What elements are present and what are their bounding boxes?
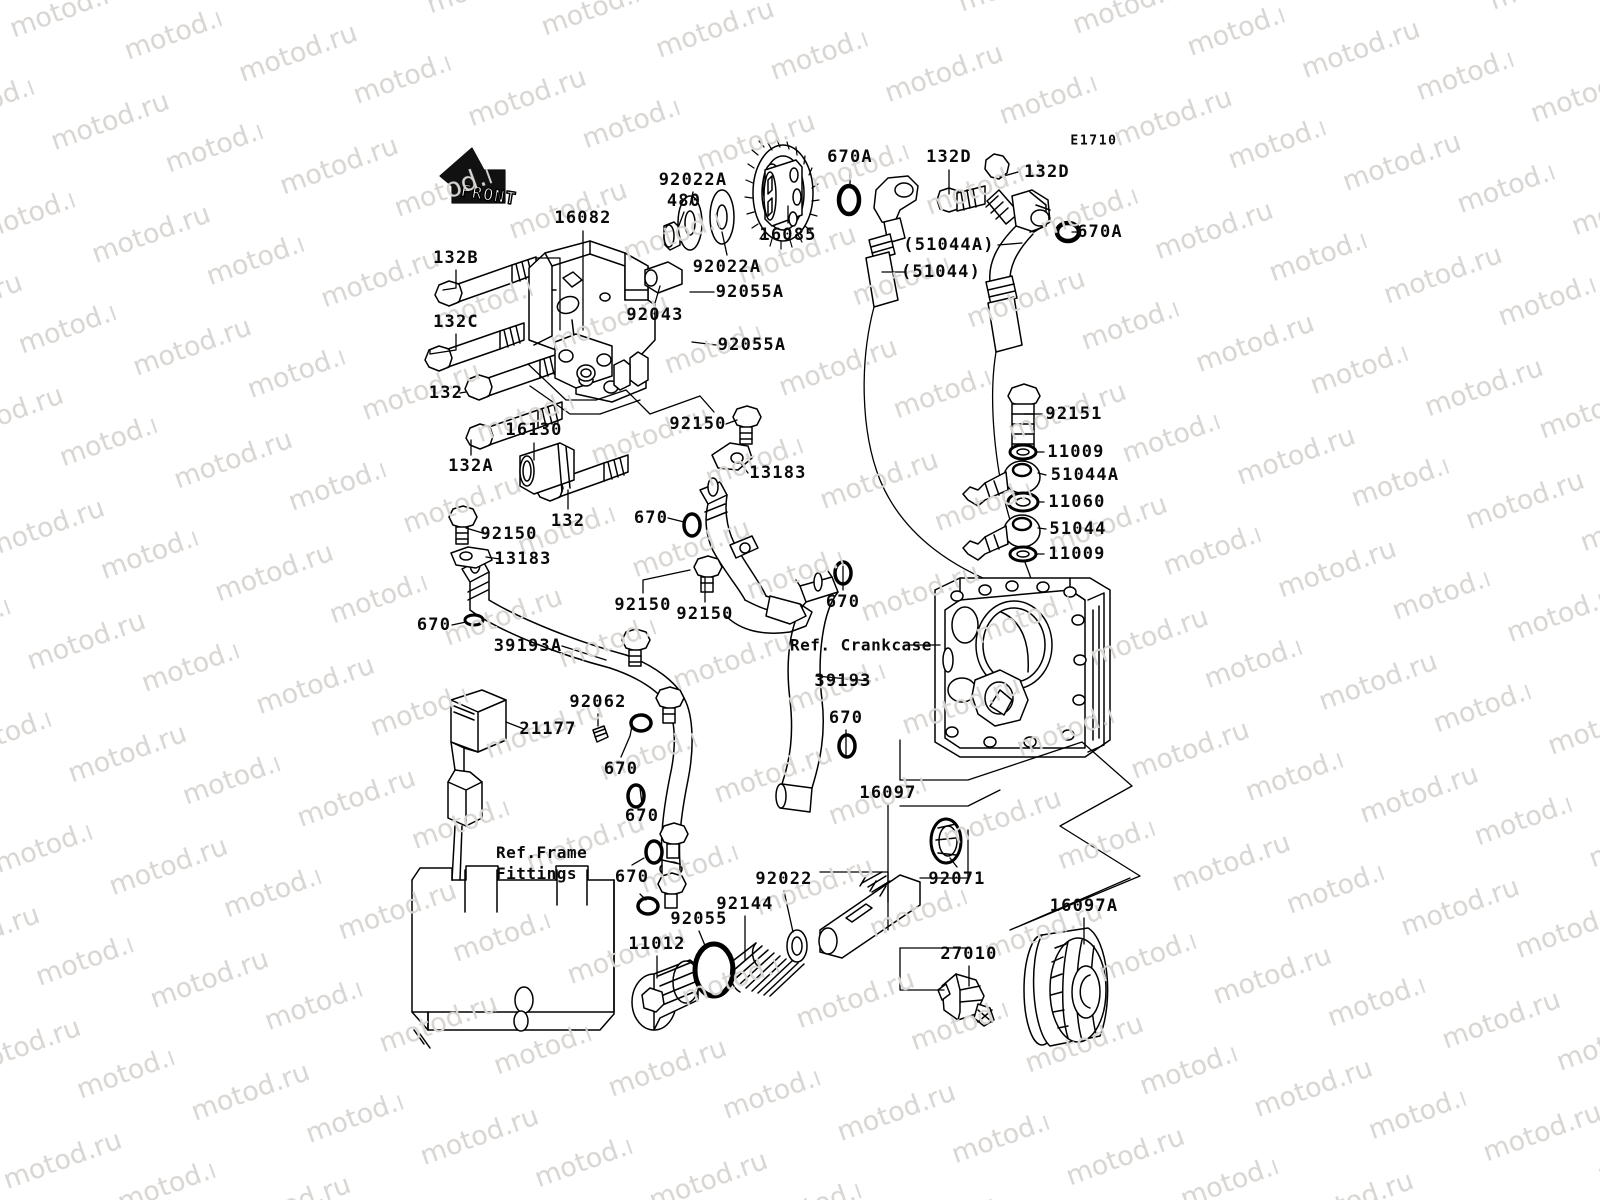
part-label-92144: 92144 (716, 894, 774, 914)
part-label-16082: 16082 (554, 208, 612, 228)
part-label-92150: 92150 (614, 595, 672, 615)
part-label-39193: 39193 (814, 671, 872, 691)
part-label-132d: 132D (1024, 162, 1070, 182)
part-label-11009: 11009 (1047, 442, 1105, 462)
part-label-670a: 670A (1077, 222, 1123, 242)
part-label-670: 670 (614, 867, 650, 887)
part-label-16130: 16130 (505, 420, 563, 440)
diagram-code: E1710 (1070, 133, 1118, 149)
part-label-92150: 92150 (676, 604, 734, 624)
part-label-51044: 51044 (1049, 519, 1107, 539)
part-label-92043: 92043 (626, 305, 684, 325)
part-label-11060: 11060 (1048, 492, 1106, 512)
part-label-132b: 132B (433, 248, 479, 268)
part-label-132a: 132A (448, 456, 494, 476)
part-label-92022a: 92022A (692, 257, 762, 277)
part-label-670: 670 (825, 592, 861, 612)
part-label-670: 670 (416, 615, 452, 635)
part-label-39193a: 39193A (493, 636, 563, 656)
part-label-132: 132 (428, 383, 464, 403)
part-label-132c: 132C (433, 312, 479, 332)
part-label-92071: 92071 (928, 869, 986, 889)
part-label-27010: 27010 (940, 944, 998, 964)
part-label-132d: 132D (926, 147, 972, 167)
part-label-670: 670 (828, 708, 864, 728)
part-label-670: 670 (633, 508, 669, 528)
part-label-16097a: 16097A (1049, 896, 1119, 916)
part-label-92055a: 92055A (717, 335, 787, 355)
ref-frame-line-2: Fittings (496, 864, 578, 883)
part-label-92022a: 92022A (658, 170, 728, 190)
part-label-13183: 13183 (494, 549, 552, 569)
part-label-11009: 11009 (1048, 544, 1106, 564)
part-label-16085: 16085 (759, 225, 817, 245)
part-label-92150: 92150 (480, 524, 538, 544)
part-label-11012: 11012 (628, 934, 686, 954)
part-label-51044a: (51044A) (903, 235, 995, 255)
part-label-51044: (51044) (900, 262, 982, 282)
part-label-13183: 13183 (749, 463, 807, 483)
part-label-92055a: 92055A (715, 282, 785, 302)
part-label-51044a: 51044A (1050, 465, 1120, 485)
part-label-16097: 16097 (859, 783, 917, 803)
ref-crankcase-label: Ref. Crankcase (790, 635, 932, 655)
part-label-92151: 92151 (1045, 404, 1103, 424)
part-label-92022: 92022 (755, 869, 813, 889)
ref-frame-line-1: Ref.Frame (496, 843, 588, 862)
part-label-21177: 21177 (519, 719, 577, 739)
part-label-480: 480 (666, 191, 702, 211)
part-label-132: 132 (550, 511, 586, 531)
part-label-92062: 92062 (569, 692, 627, 712)
part-label-670: 670 (603, 759, 639, 779)
part-label-92150: 92150 (669, 414, 727, 434)
part-label-670: 670 (624, 806, 660, 826)
part-label-670a: 670A (827, 147, 873, 167)
